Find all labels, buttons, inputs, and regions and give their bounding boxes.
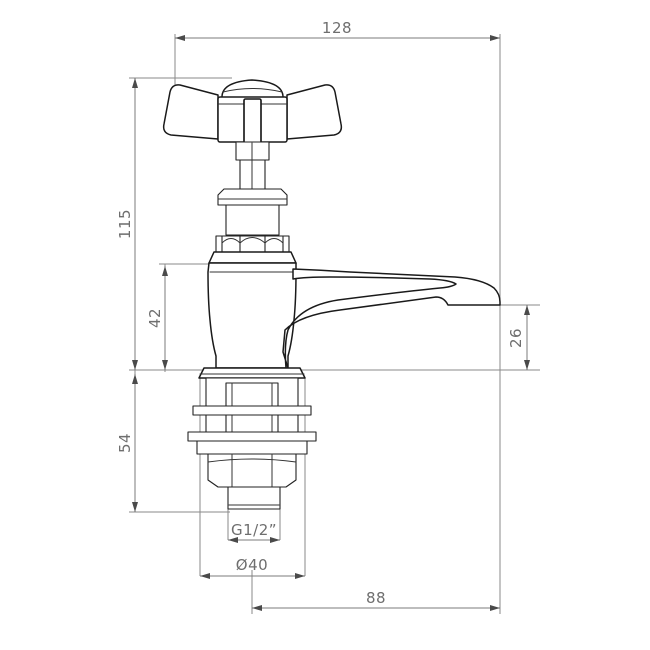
dimension-115: 115 bbox=[116, 78, 138, 370]
dimension-128-label: 128 bbox=[322, 19, 352, 37]
headwork-hex-top-arcs bbox=[221, 237, 284, 244]
handle-front-rib bbox=[243, 98, 262, 144]
headwork-shroud bbox=[208, 251, 297, 264]
handle-wing-right bbox=[286, 84, 343, 140]
headwork-body bbox=[225, 204, 280, 236]
dimension-88-label: 88 bbox=[366, 589, 386, 607]
washer-plate-lower bbox=[187, 431, 317, 442]
dimension-diameter: Ø40 bbox=[200, 556, 305, 579]
dimension-115-label: 115 bbox=[116, 209, 134, 239]
dimension-128: 128 bbox=[175, 19, 500, 41]
backnut-chamfer bbox=[207, 458, 297, 463]
backnut bbox=[207, 453, 297, 488]
dimension-42-label: 42 bbox=[146, 308, 164, 328]
base-escutcheon bbox=[198, 367, 306, 379]
headwork-hex-nut bbox=[217, 188, 288, 206]
dimension-diameter-label: Ø40 bbox=[236, 556, 268, 574]
dimension-26: 26 bbox=[507, 305, 530, 370]
headwork-lower-hex bbox=[215, 235, 290, 253]
dimension-thread: G1/2” bbox=[228, 521, 280, 543]
shank-shoulder bbox=[196, 440, 308, 455]
tap-assembly bbox=[162, 79, 501, 510]
spout bbox=[282, 268, 501, 369]
dimension-thread-label: G1/2” bbox=[231, 521, 277, 539]
dimension-42: 42 bbox=[146, 266, 168, 370]
dimension-54: 54 bbox=[116, 374, 138, 512]
dimension-88: 88 bbox=[252, 589, 500, 611]
dimension-26-label: 26 bbox=[507, 328, 525, 348]
handle-dome-line bbox=[222, 88, 283, 93]
inlet-thread-tail bbox=[227, 486, 281, 510]
handle-wing-left bbox=[162, 84, 219, 140]
washer-plate-upper bbox=[192, 405, 312, 416]
dimension-54-label: 54 bbox=[116, 433, 134, 453]
